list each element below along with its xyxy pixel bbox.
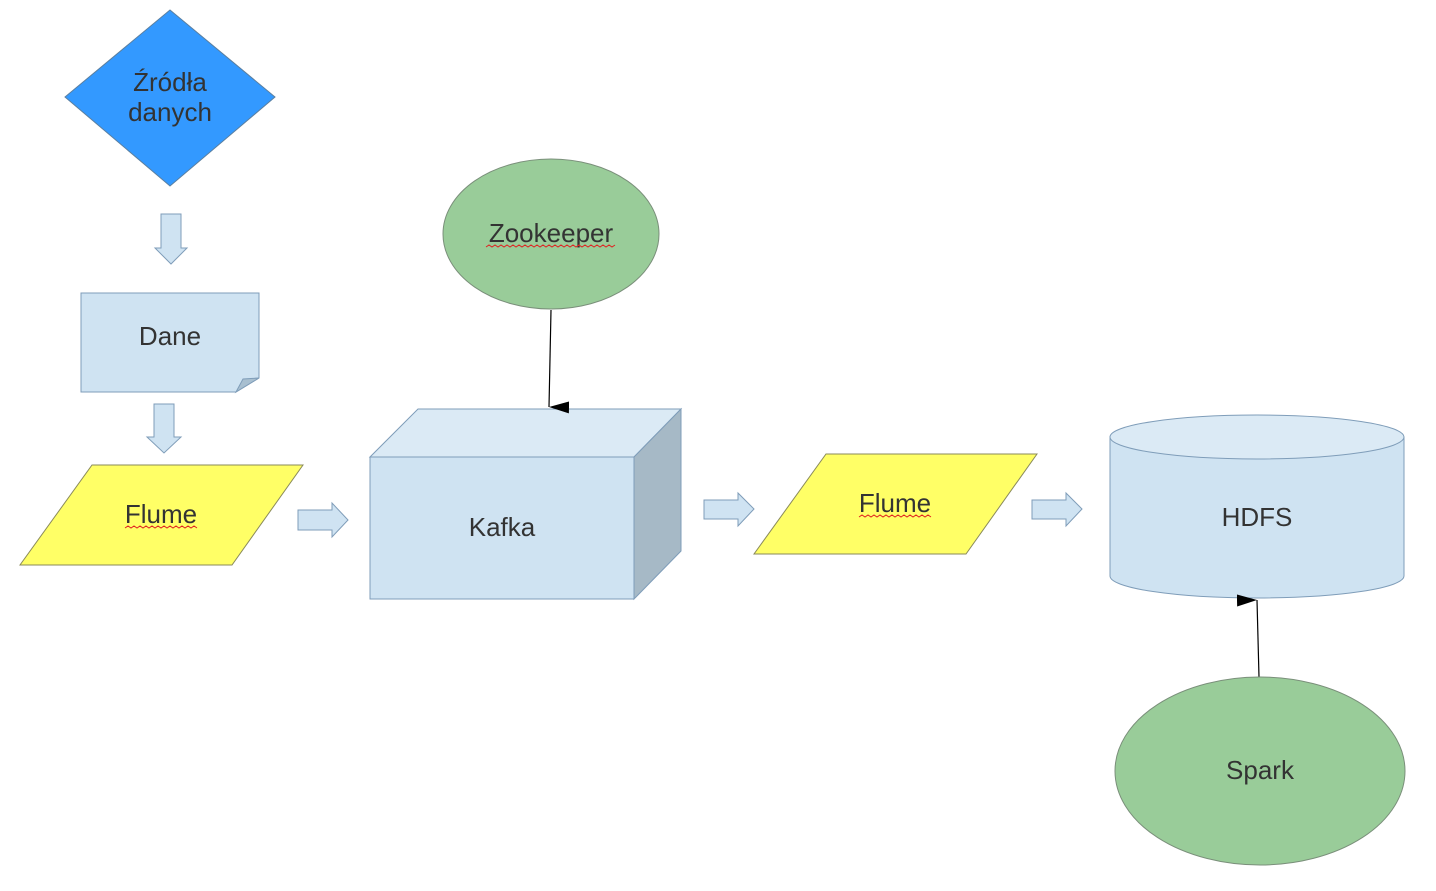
node-hdfs[interactable]: HDFS [1109, 414, 1405, 599]
note-fold [234, 377, 260, 394]
cylinder-body [1109, 436, 1405, 599]
spellcheck-underline [858, 514, 932, 518]
node-label: Flume [859, 488, 931, 518]
node-label: Dane [139, 321, 201, 351]
node-flume-out[interactable]: Flume [753, 453, 1038, 555]
node-label: HDFS [1222, 502, 1293, 532]
node-label: Flume [125, 499, 197, 529]
node-label: Zookeeper [489, 218, 614, 248]
connector-arrow [548, 309, 570, 414]
spellcheck-underline [485, 244, 616, 248]
parallelogram-shape [753, 453, 1038, 555]
connector-arrow [1236, 594, 1260, 678]
spellcheck-underline [124, 525, 198, 529]
node-label-line1: Źródła [133, 67, 207, 97]
node-kafka[interactable]: Kafka [368, 407, 683, 601]
block-arrow-right [703, 491, 755, 528]
node-flume-in[interactable]: Flume [19, 464, 304, 566]
block-arrow-down [153, 213, 189, 265]
node-dane[interactable]: Dane [80, 292, 260, 394]
ellipse-shape [442, 158, 660, 310]
diamond-shape [64, 9, 276, 187]
node-label: Kafka [469, 512, 536, 542]
node-data-sources[interactable]: Źródła danych [64, 9, 276, 187]
node-zookeeper[interactable]: Zookeeper [442, 158, 660, 310]
block-arrow-down [145, 403, 183, 454]
cylinder-top [1109, 414, 1405, 460]
node-spark[interactable]: Spark [1114, 676, 1406, 866]
block-arrow-right [1031, 491, 1083, 528]
cube-front-face [369, 456, 635, 600]
node-label-line2: danych [128, 97, 212, 127]
ellipse-shape [1114, 676, 1406, 866]
cube-top-face [368, 408, 683, 458]
block-arrow-right [297, 501, 349, 539]
node-label: Spark [1226, 755, 1295, 785]
parallelogram-shape [19, 464, 304, 566]
